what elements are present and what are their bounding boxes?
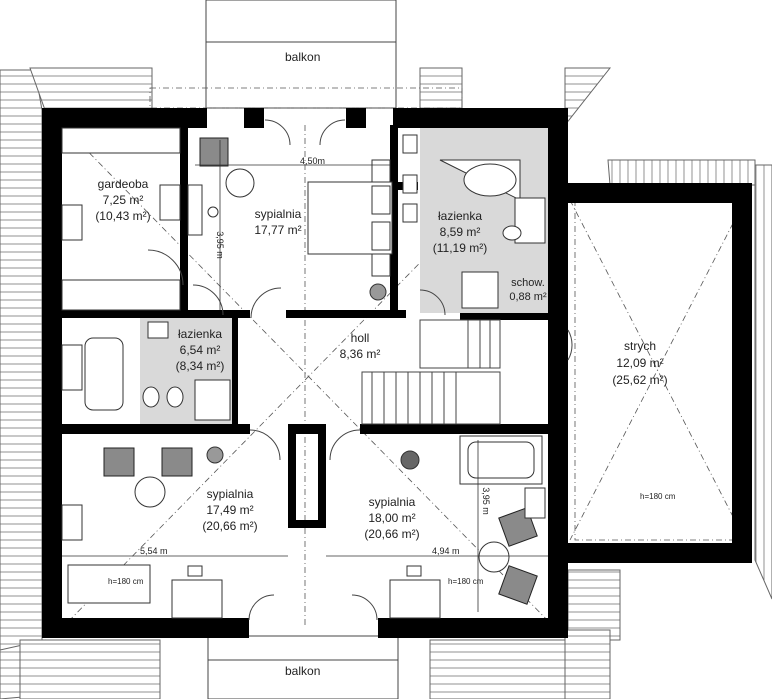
dimension-lines	[62, 140, 548, 612]
plants	[206, 283, 420, 470]
roof-eaves	[0, 67, 772, 699]
balcony-top	[205, 0, 397, 109]
furniture	[61, 119, 573, 621]
balcony-bottom	[207, 635, 399, 699]
interior-walls	[60, 125, 550, 528]
exterior-walls	[42, 108, 752, 638]
